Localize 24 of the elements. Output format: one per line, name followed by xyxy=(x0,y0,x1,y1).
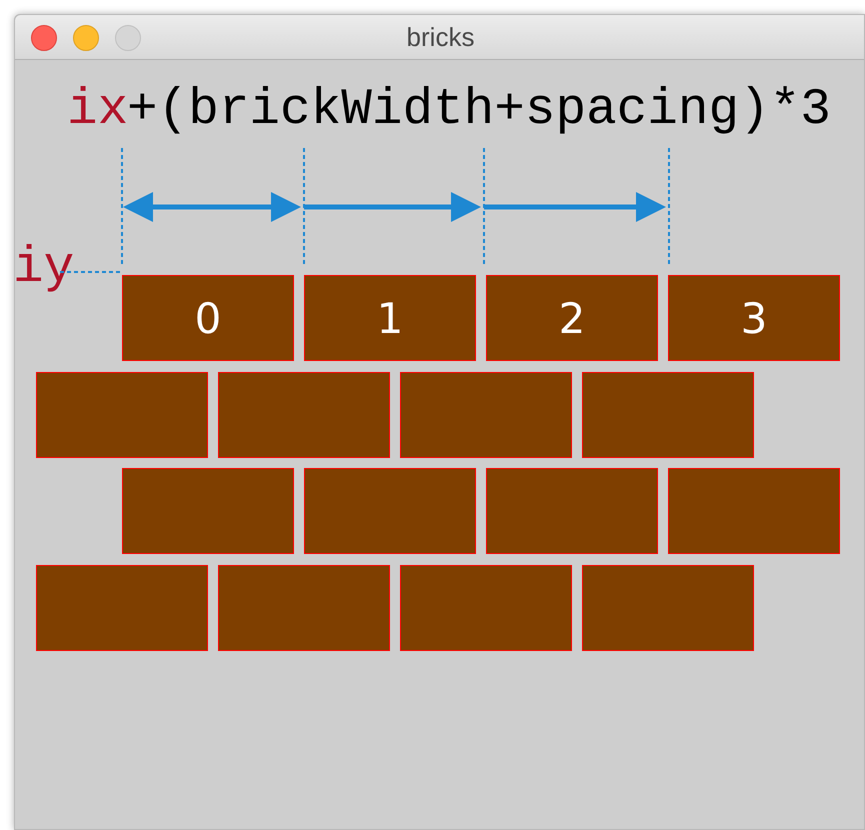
brick xyxy=(218,372,390,458)
brick xyxy=(668,468,840,554)
brick xyxy=(122,468,294,554)
brick xyxy=(36,372,208,458)
brick xyxy=(218,565,390,651)
brick xyxy=(304,468,476,554)
formula-text: +(brickWidth+spacing)*3 xyxy=(127,81,831,141)
offset-variable: iy xyxy=(15,239,74,299)
brick-number: 3 xyxy=(740,294,768,342)
brick xyxy=(36,565,208,651)
brick xyxy=(486,275,658,361)
brick xyxy=(582,372,754,458)
brick xyxy=(486,468,658,554)
brick xyxy=(668,275,840,361)
brick-number: 1 xyxy=(376,294,404,342)
brick-number: 0 xyxy=(194,294,222,342)
brick xyxy=(582,565,754,651)
brick-number: 2 xyxy=(558,294,586,342)
brick xyxy=(122,275,294,361)
offset-variable: ix xyxy=(67,81,128,141)
brick xyxy=(400,565,572,651)
window-title: bricks xyxy=(406,22,474,52)
brick xyxy=(400,372,572,458)
brick xyxy=(304,275,476,361)
